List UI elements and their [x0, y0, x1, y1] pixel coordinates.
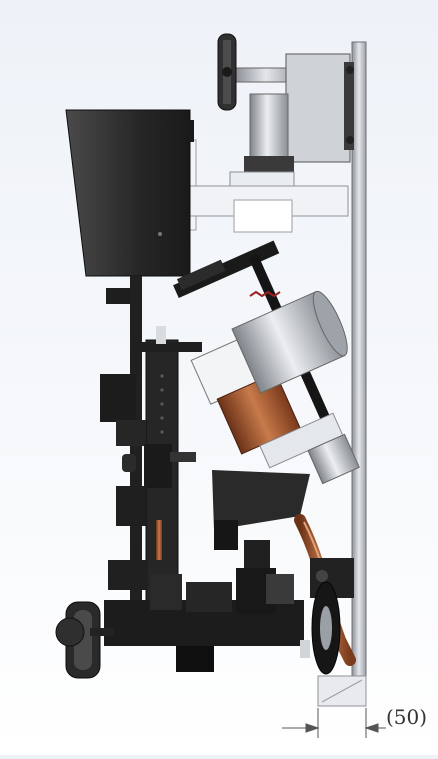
handwheel-icon: [217, 33, 237, 111]
wheel-icon: [310, 558, 354, 675]
dimension-annotation: [282, 708, 386, 738]
left-wheel: [55, 601, 114, 679]
top-handwheel-assembly: [217, 33, 354, 191]
dimension-label: (50): [386, 705, 427, 729]
control-box: [65, 109, 194, 277]
left-arm: [138, 326, 202, 352]
welding-head: [173, 240, 360, 485]
base-frame: [104, 568, 310, 672]
knob-icon: [122, 454, 136, 472]
back-plate: [317, 41, 367, 707]
